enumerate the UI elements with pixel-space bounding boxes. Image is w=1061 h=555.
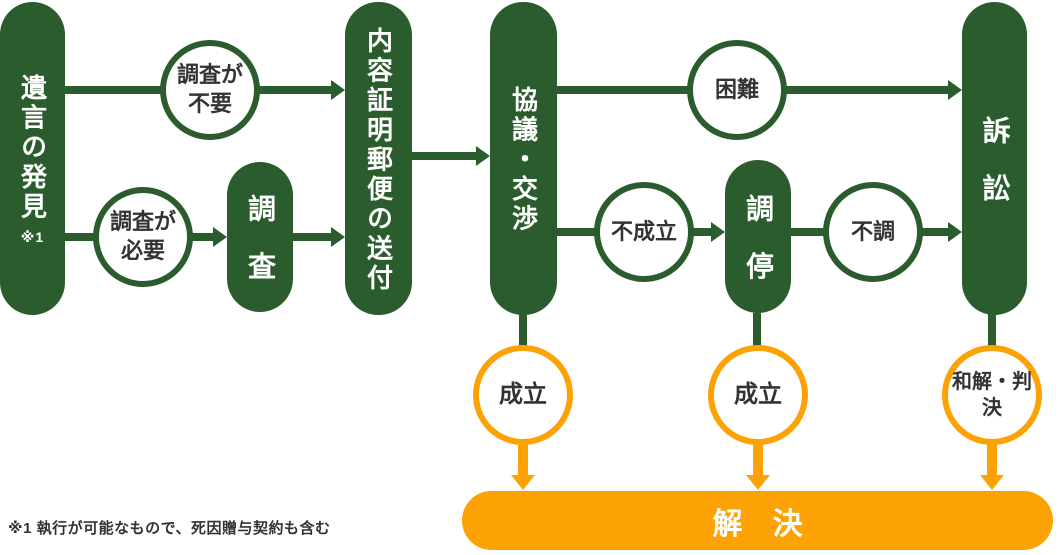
node-mediation-label: 調停 [743, 193, 774, 309]
node-resolution: 解決 [462, 491, 1053, 550]
arrowhead-mediation-resolution-icon [746, 475, 770, 490]
node-investigation: 調査 [227, 162, 293, 312]
stub-mediation-down [753, 313, 761, 347]
node-investigation-label: 調査 [245, 194, 276, 310]
arrowhead-to-negotiation-icon [476, 146, 490, 166]
node-certified-mail-label: 内容証明郵便の送付 [363, 26, 394, 294]
arrow-litigation-resolution [987, 443, 997, 475]
arrowhead-to-mediation-icon [711, 222, 725, 242]
node-negotiation-label: 協議・交渉 [508, 86, 539, 235]
node-will-discovery: 遺言の発見 ※1 [0, 2, 65, 315]
condition-investigation-needed-label: 調査が必要 [109, 209, 176, 263]
condition-mediation-failed: 不調 [823, 182, 923, 282]
arrow-mediation-resolution [753, 443, 763, 475]
node-negotiation: 協議・交渉 [490, 2, 557, 315]
arrow-negotiation-resolution [518, 443, 528, 475]
outcome-settlement-judgment: 和解・判決 [942, 345, 1042, 445]
arrowhead-negotiation-resolution-icon [511, 475, 535, 490]
condition-no-investigation-label: 調査が不要 [176, 62, 243, 116]
outcome-negotiation-concluded: 成立 [473, 345, 573, 445]
line-mail-to-negotiation [412, 152, 476, 160]
condition-investigation-needed: 調査が必要 [93, 187, 193, 287]
arrowhead-to-investigation-icon [213, 227, 227, 247]
condition-difficult-label: 困難 [714, 76, 759, 102]
arrowhead-litigation-resolution-icon [980, 475, 1004, 490]
node-will-discovery-label: 遺言の発見 [17, 74, 48, 223]
arrowhead-to-litigation-lower-icon [948, 222, 962, 242]
condition-mediation-failed-label: 不調 [850, 218, 895, 244]
stub-litigation-down [988, 313, 996, 347]
node-mediation: 調停 [725, 160, 791, 313]
condition-not-concluded-label: 不成立 [610, 218, 677, 244]
node-resolution-label: 解決 [712, 507, 833, 541]
condition-difficult: 困難 [687, 40, 787, 140]
arrowhead-to-mail-upper-icon [331, 80, 345, 100]
stub-negotiation-down [519, 313, 527, 347]
outcome-mediation-concluded: 成立 [708, 345, 808, 445]
outcome-settlement-judgment-label: 和解・判決 [952, 371, 1032, 419]
arrowhead-to-mail-lower-icon [331, 227, 345, 247]
footnote: ※1 執行が可能なもので、死因贈与契約も含む [8, 520, 331, 537]
line-investigation-to-mail [293, 233, 331, 241]
node-litigation: 訴訟 [962, 2, 1027, 315]
node-certified-mail: 内容証明郵便の送付 [345, 2, 412, 315]
footnote-marker: ※1 [20, 229, 45, 246]
node-litigation-label: 訴訟 [979, 115, 1011, 231]
outcome-mediation-concluded-label: 成立 [734, 381, 782, 409]
outcome-negotiation-concluded-label: 成立 [499, 381, 547, 409]
arrowhead-to-litigation-upper-icon [948, 80, 962, 100]
condition-no-investigation: 調査が不要 [160, 40, 260, 140]
condition-not-concluded: 不成立 [594, 182, 694, 282]
